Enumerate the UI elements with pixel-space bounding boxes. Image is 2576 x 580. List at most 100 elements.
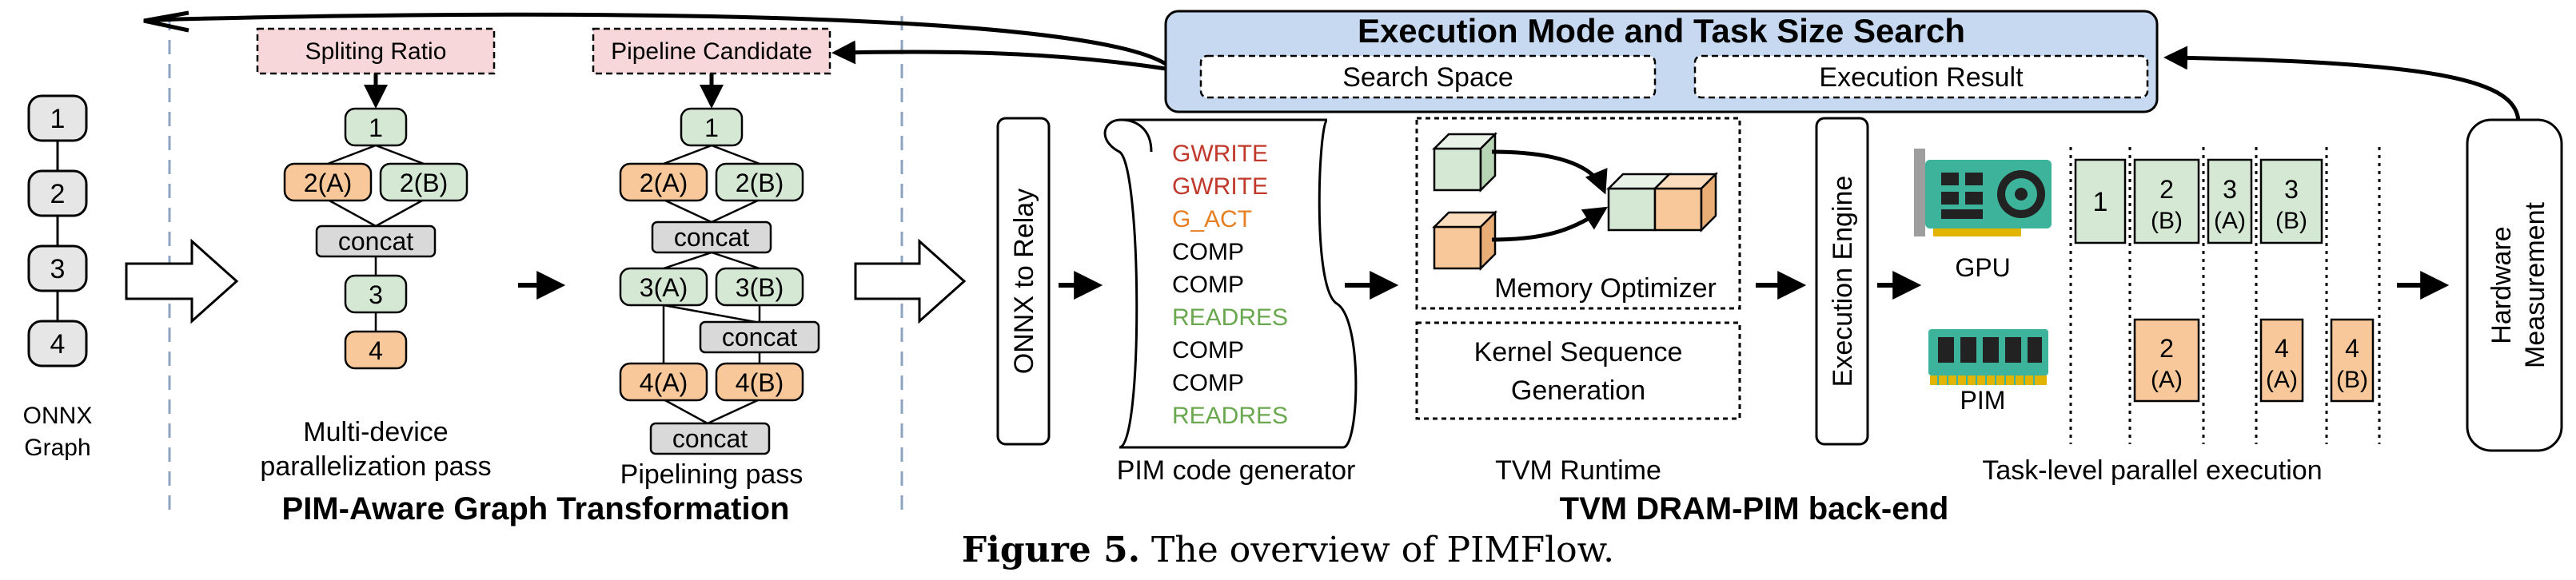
task-sublabel: (A)	[2214, 208, 2246, 234]
gpu-task-lane: 1 2 (B) 3 (A) 3 (B)	[2074, 158, 2323, 244]
pp-node-2a-label: 2(A)	[640, 169, 688, 197]
task-label: 2	[2159, 175, 2174, 204]
onnx-graph: 1 2 3 4 ONNX Graph	[23, 94, 93, 461]
onnx-label-line1: ONNX	[23, 403, 93, 429]
task-sublabel: (B)	[2275, 208, 2307, 234]
md-label-line2: parallelization pass	[260, 451, 491, 482]
tvm-runtime-label: TVM Runtime	[1495, 455, 1661, 486]
code-line: COMP	[1172, 337, 1244, 363]
feedback-arrow-pipeline	[831, 40, 1166, 71]
onnx-to-relay-box: ONNX to Relay	[996, 117, 1051, 446]
task-block: 2 (A)	[2133, 318, 2200, 403]
feedback-arrow-split	[143, 12, 1167, 66]
pp-concat-1	[651, 220, 772, 254]
search-title: Execution Mode and Task Size Search	[1358, 12, 1965, 50]
code-line: COMP	[1172, 239, 1244, 265]
onnx-node-label: 3	[50, 254, 66, 284]
md-node-1-label: 1	[369, 113, 383, 142]
onnx-label-line2: Graph	[24, 435, 90, 461]
split-ratio-box	[256, 27, 496, 75]
pp-node-2b	[715, 162, 804, 202]
pipelining-graph: Pipeline Candidate 1 2(A) 2(B) concat 3(…	[592, 27, 831, 490]
hw-label-line1: Hardware	[2486, 226, 2517, 344]
pp-node-2a	[619, 162, 708, 202]
pp-label: Pipelining pass	[620, 459, 804, 490]
backend-title: TVM DRAM-PIM back-end	[1560, 491, 1949, 526]
execution-result-box	[1693, 54, 2149, 99]
merged-cube-icon	[1605, 171, 1719, 233]
onnx-node-4: 4	[27, 320, 88, 367]
code-line: COMP	[1172, 272, 1244, 298]
pim-codegen-label: PIM code generator	[1117, 455, 1356, 486]
md-node-4-label: 4	[369, 336, 383, 365]
pipeline-candidate-label: Pipeline Candidate	[611, 38, 812, 65]
code-lines: GWRITEGWRITEG_ACTCOMPCOMPREADRESCOMPCOMP…	[1172, 141, 1288, 429]
task-sublabel: (B)	[2336, 367, 2368, 393]
md-node-2a	[283, 162, 373, 202]
task-label: 3	[2284, 175, 2299, 204]
gpu-card-icon	[1914, 149, 2052, 236]
task-label: 1	[2093, 187, 2108, 217]
md-node-3	[344, 274, 408, 314]
pim-task-lane: 2 (A) 4 (A) 4(B)	[2133, 318, 2375, 403]
hollow-arrow-icon	[125, 238, 239, 324]
caption-prefix: Figure 5.	[962, 530, 1140, 570]
onnx-node-3: 3	[27, 244, 88, 292]
md-node-4	[344, 330, 408, 370]
pp-concat-2-label: concat	[722, 323, 797, 352]
figure-caption: Figure 5. The overview of PIMFlow.	[962, 530, 1614, 570]
code-line: GWRITE	[1172, 173, 1268, 200]
md-node-2b	[379, 162, 469, 202]
green-cube-icon	[1431, 131, 1498, 193]
task-label: 2	[2159, 334, 2174, 363]
hw-label-line2: Measurement	[2520, 202, 2550, 368]
pp-node-2b-label: 2(B)	[736, 169, 784, 197]
task-sublabel: (A)	[2151, 367, 2183, 393]
task-sublabel: (A)	[2266, 367, 2298, 393]
pp-concat-1-label: concat	[674, 223, 749, 252]
kernel-sequence-box: Kernel Sequence Generation	[1415, 321, 1741, 420]
md-label-line1: Multi-device	[303, 417, 448, 447]
md-node-2b-label: 2(B)	[400, 169, 448, 197]
code-line: GWRITE	[1172, 141, 1268, 167]
onnx-node-label: 4	[50, 329, 66, 360]
md-node-2a-label: 2(A)	[304, 169, 352, 197]
md-concat	[315, 224, 437, 258]
code-line: READRES	[1172, 304, 1288, 331]
task-block: 1	[2074, 158, 2127, 244]
feedback-arrow-hw	[2163, 46, 2521, 124]
kernel-seq-line2: Generation	[1511, 375, 1645, 406]
pim-code-scroll	[1103, 118, 1358, 449]
task-block: 4(B)	[2330, 318, 2375, 403]
memory-optimizer-label: Memory Optimizer	[1494, 273, 1717, 304]
task-label: 4	[2275, 334, 2289, 363]
search-space-box	[1199, 54, 1657, 99]
execution-engine-label: Execution Engine	[1828, 176, 1858, 387]
hardware-measurement-box: Hardware Measurement	[2466, 118, 2563, 452]
pp-node-4a	[619, 362, 708, 402]
pp-node-3b-label: 3(B)	[736, 273, 784, 302]
pp-node-3a-label: 3(A)	[640, 273, 688, 302]
onnx-node-2: 2	[27, 169, 88, 217]
execution-result-label: Execution Result	[1819, 62, 2024, 93]
pim-aware-title: PIM-Aware Graph Transformation	[282, 491, 790, 526]
search-space-label: Search Space	[1342, 62, 1513, 93]
multi-device-graph: Spliting Ratio 1 2(A) 2(B) concat 3 4 Mu…	[256, 27, 496, 482]
task-block: 3 (B)	[2259, 158, 2323, 244]
gpu-label: GPU	[1955, 253, 2010, 282]
hollow-arrow-icon	[854, 238, 967, 324]
pp-node-4b-label: 4(B)	[736, 368, 784, 397]
task-level-label: Task-level parallel execution	[1982, 455, 2322, 486]
code-line: G_ACT	[1172, 206, 1252, 232]
pim-label: PIM	[1960, 386, 2006, 415]
task-sublabel: (B)	[2151, 208, 2183, 234]
onnx-node-1: 1	[27, 94, 88, 142]
onnx-node-label: 1	[50, 104, 66, 134]
kernel-seq-line1: Kernel Sequence	[1474, 337, 1683, 367]
pp-node-1	[680, 107, 744, 147]
split-ratio-label: Spliting Ratio	[305, 38, 447, 65]
caption-text: The overview of PIMFlow.	[1140, 530, 1614, 570]
pp-concat-2	[699, 320, 820, 354]
onnx-to-relay-label: ONNX to Relay	[1009, 189, 1039, 374]
